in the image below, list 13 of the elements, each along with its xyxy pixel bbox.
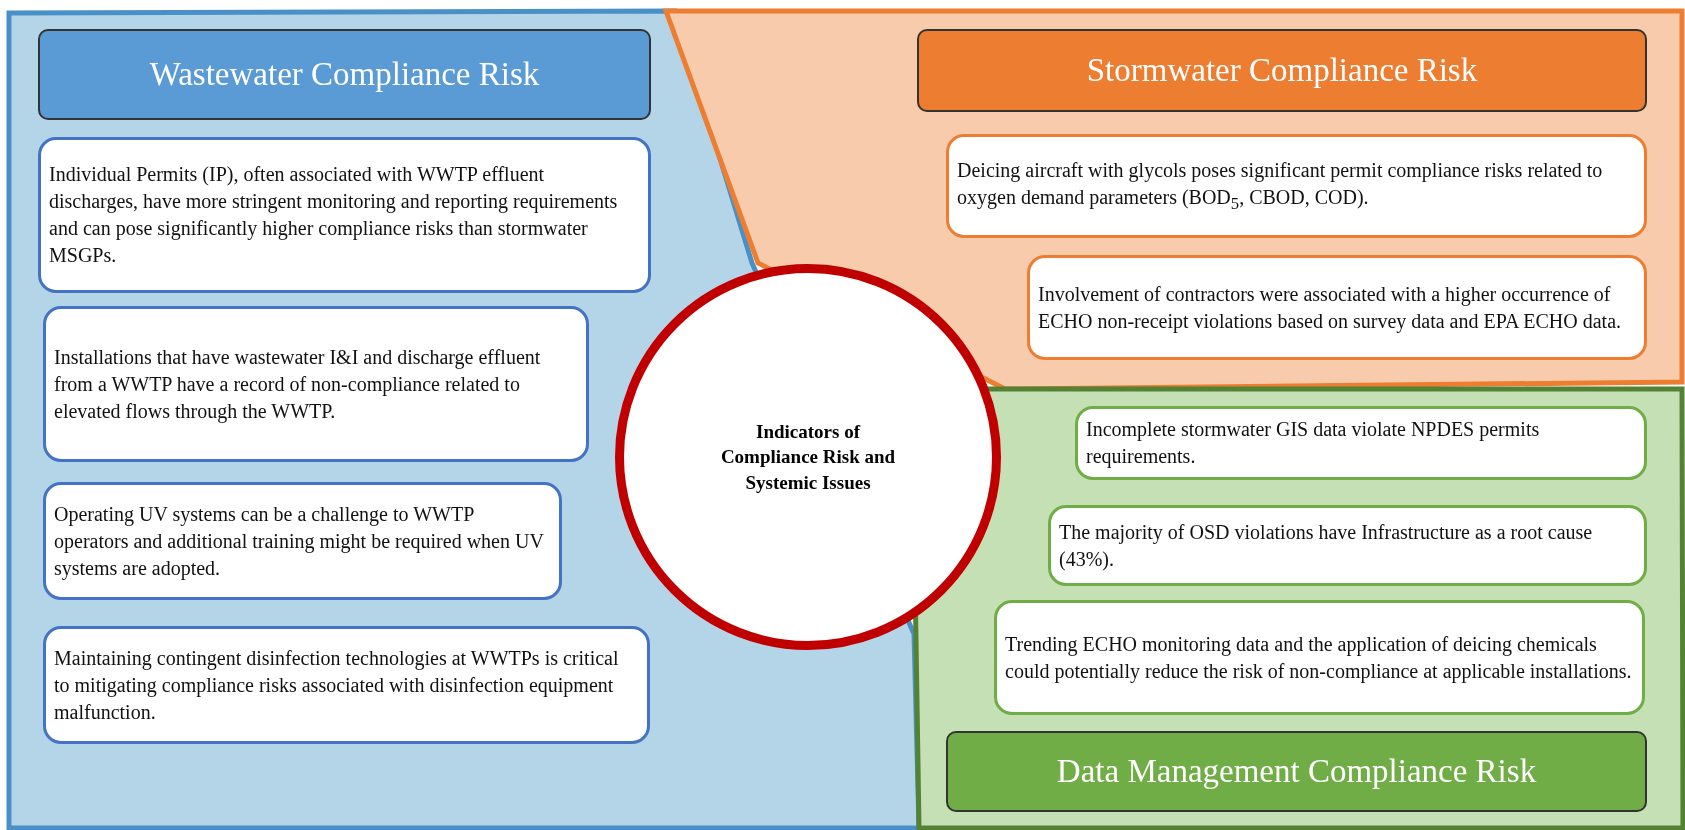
note-card: The majority of OSD violations have Infrastructure as a root cause (43%). <box>1048 505 1647 586</box>
note-card: Deicing aircraft with glycols poses significant permit compliance risks related to oxygen demand parameters (BOD$_{5}$, CBOD, COD). <box>946 134 1647 238</box>
section-header: Wastewater Compliance Risk <box>38 29 651 120</box>
section-header: Data Management Compliance Risk <box>946 731 1647 812</box>
section-header: Stormwater Compliance Risk <box>917 29 1647 112</box>
note-card: Installations that have wastewater I&I and discharge effluent from a WWTP have a record of non-compliance related to elevated flows through the WWTP. <box>43 306 589 462</box>
panel <box>912 389 1683 828</box>
note-card: Maintaining contingent disinfection technologies at WWTPs is critical to mitigating compliance risks associated with disinfection equipment malfunction. <box>43 626 650 744</box>
note-card: Incomplete stormwater GIS data violate NPDES permits requirements. <box>1075 406 1647 480</box>
note-card: Trending ECHO monitoring data and the application of deicing chemicals could potentially reduce the risk of non-compliance at applicable installations. <box>994 600 1645 715</box>
note-card: Involvement of contractors were associated with a higher occurrence of ECHO non-receipt violations based on survey data and EPA ECHO data. <box>1027 255 1647 360</box>
note-card: Operating UV systems can be a challenge to WWTP operators and additional training might be required when UV systems are adopted. <box>43 482 562 600</box>
note-card: Individual Permits (IP), often associated with WWTP effluent discharges, have more stringent monitoring and reporting requirements and can pose significantly higher compliance risks than stormwater MSGPs. <box>38 137 651 293</box>
